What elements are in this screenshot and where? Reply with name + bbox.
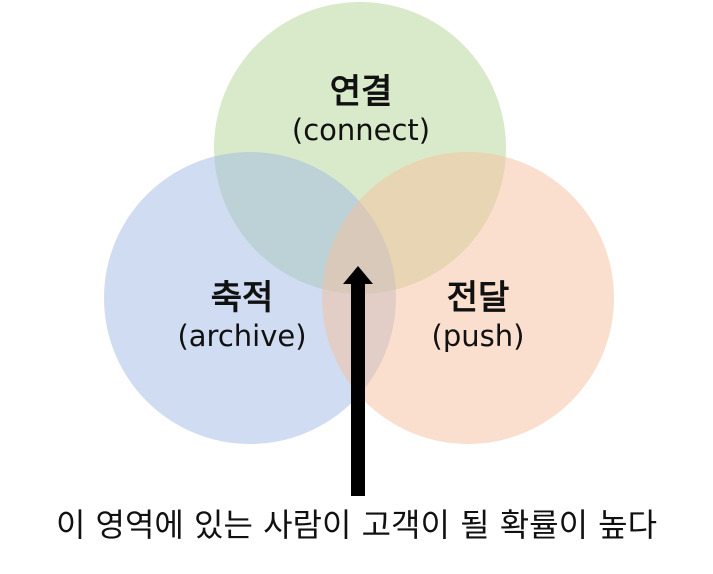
caption-text: 이 영역에 있는 사람이 고객이 될 확률이 높다 [55,506,658,544]
set-subtitle-archive: (archive) [177,319,307,353]
set-label-archive: 축적 (archive) [142,278,342,354]
set-label-push: 전달 (push) [378,278,578,354]
set-subtitle-connect: (connect) [291,113,431,147]
arrow-up-icon [343,266,373,284]
arrow-shaft [351,282,365,496]
set-title-archive: 축적 [210,278,274,318]
set-title-connect: 연결 [329,72,393,112]
venn-circle-push [322,152,614,444]
set-subtitle-push: (push) [431,319,525,353]
set-title-push: 전달 [446,278,510,318]
set-label-connect: 연결 (connect) [261,72,461,148]
